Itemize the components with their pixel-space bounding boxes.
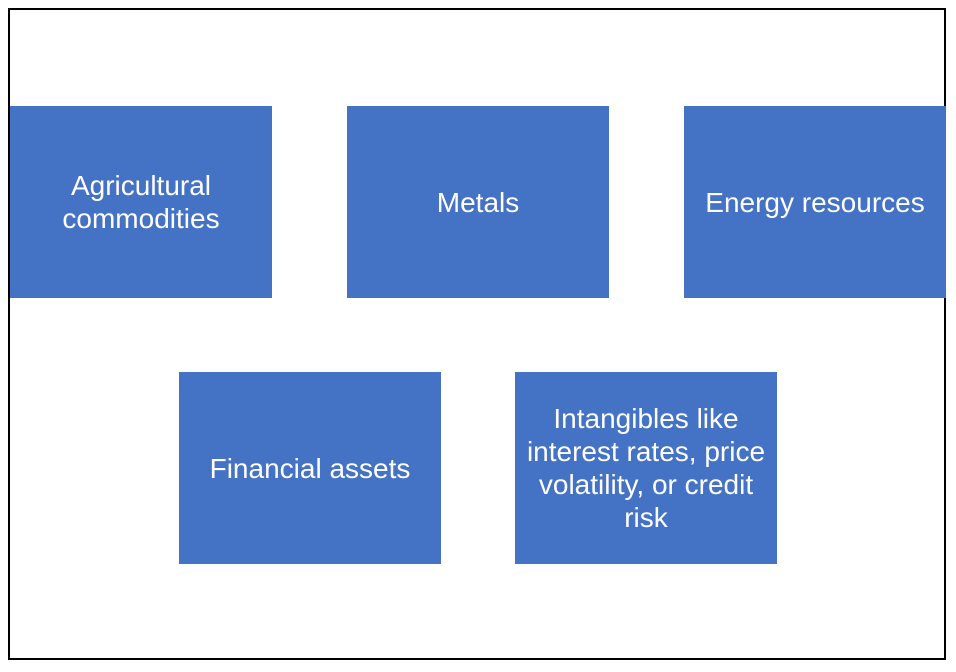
- box-label: Financial assets: [209, 452, 411, 484]
- box-intangibles: Intangibles like interest rates, price v…: [515, 372, 777, 564]
- box-label: Agricultural commodities: [62, 170, 220, 234]
- box-financial-assets: Financial assets: [179, 372, 441, 564]
- box-metals: Metals: [347, 106, 609, 298]
- box-energy-resources: Energy resources: [684, 106, 946, 298]
- box-label: Intangibles like interest rates, price v…: [526, 403, 766, 533]
- box-label: Metals: [436, 186, 520, 218]
- box-agricultural-commodities: Agricultural commodities: [10, 106, 272, 298]
- box-label: Energy resources: [705, 186, 925, 218]
